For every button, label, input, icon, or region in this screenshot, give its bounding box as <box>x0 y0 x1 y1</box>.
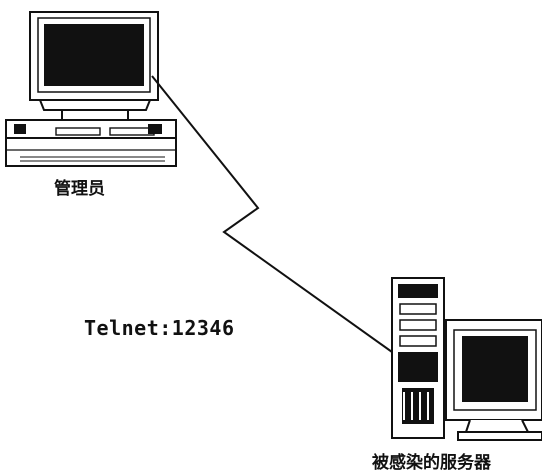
admin-label: 管理员 <box>54 174 105 199</box>
connection-label: Telnet:12346 <box>84 316 235 340</box>
admin-computer-icon <box>6 12 176 166</box>
server-computer-icon <box>392 278 542 440</box>
network-connection-line <box>152 76 392 352</box>
server-label: 被感染的服务器 <box>372 448 491 473</box>
